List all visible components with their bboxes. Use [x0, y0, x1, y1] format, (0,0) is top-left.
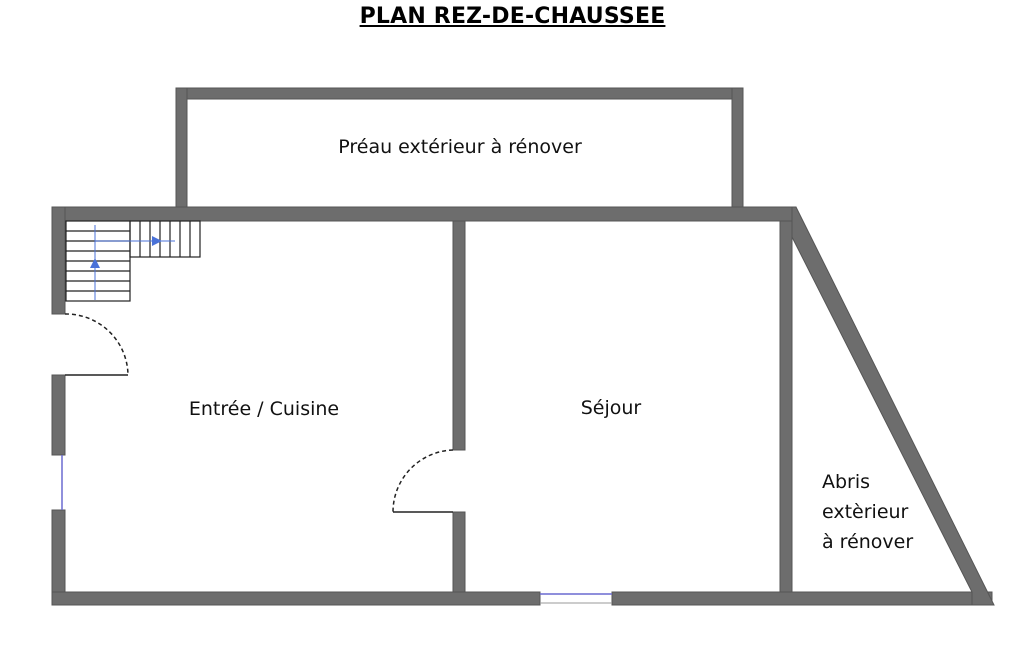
plan-title: PLAN REZ-DE-CHAUSSEE	[359, 4, 666, 29]
room-label-abris-2: extèrieur	[822, 501, 909, 523]
stair-arrows-icon	[90, 225, 175, 300]
room-label-abris-1: Abris	[822, 471, 870, 493]
room-label-preau: Préau extérieur à rénover	[338, 136, 582, 158]
interior-door	[392, 449, 454, 513]
windows	[61, 455, 612, 604]
staircase	[65, 220, 201, 302]
preau-walls	[175, 87, 744, 211]
room-label-abris-3: à rénover	[822, 531, 913, 553]
entrance-door	[64, 313, 129, 376]
room-label-sejour: Séjour	[581, 397, 642, 419]
room-label-entree-cuisine: Entrée / Cuisine	[189, 398, 339, 420]
main-walls	[51, 206, 995, 606]
